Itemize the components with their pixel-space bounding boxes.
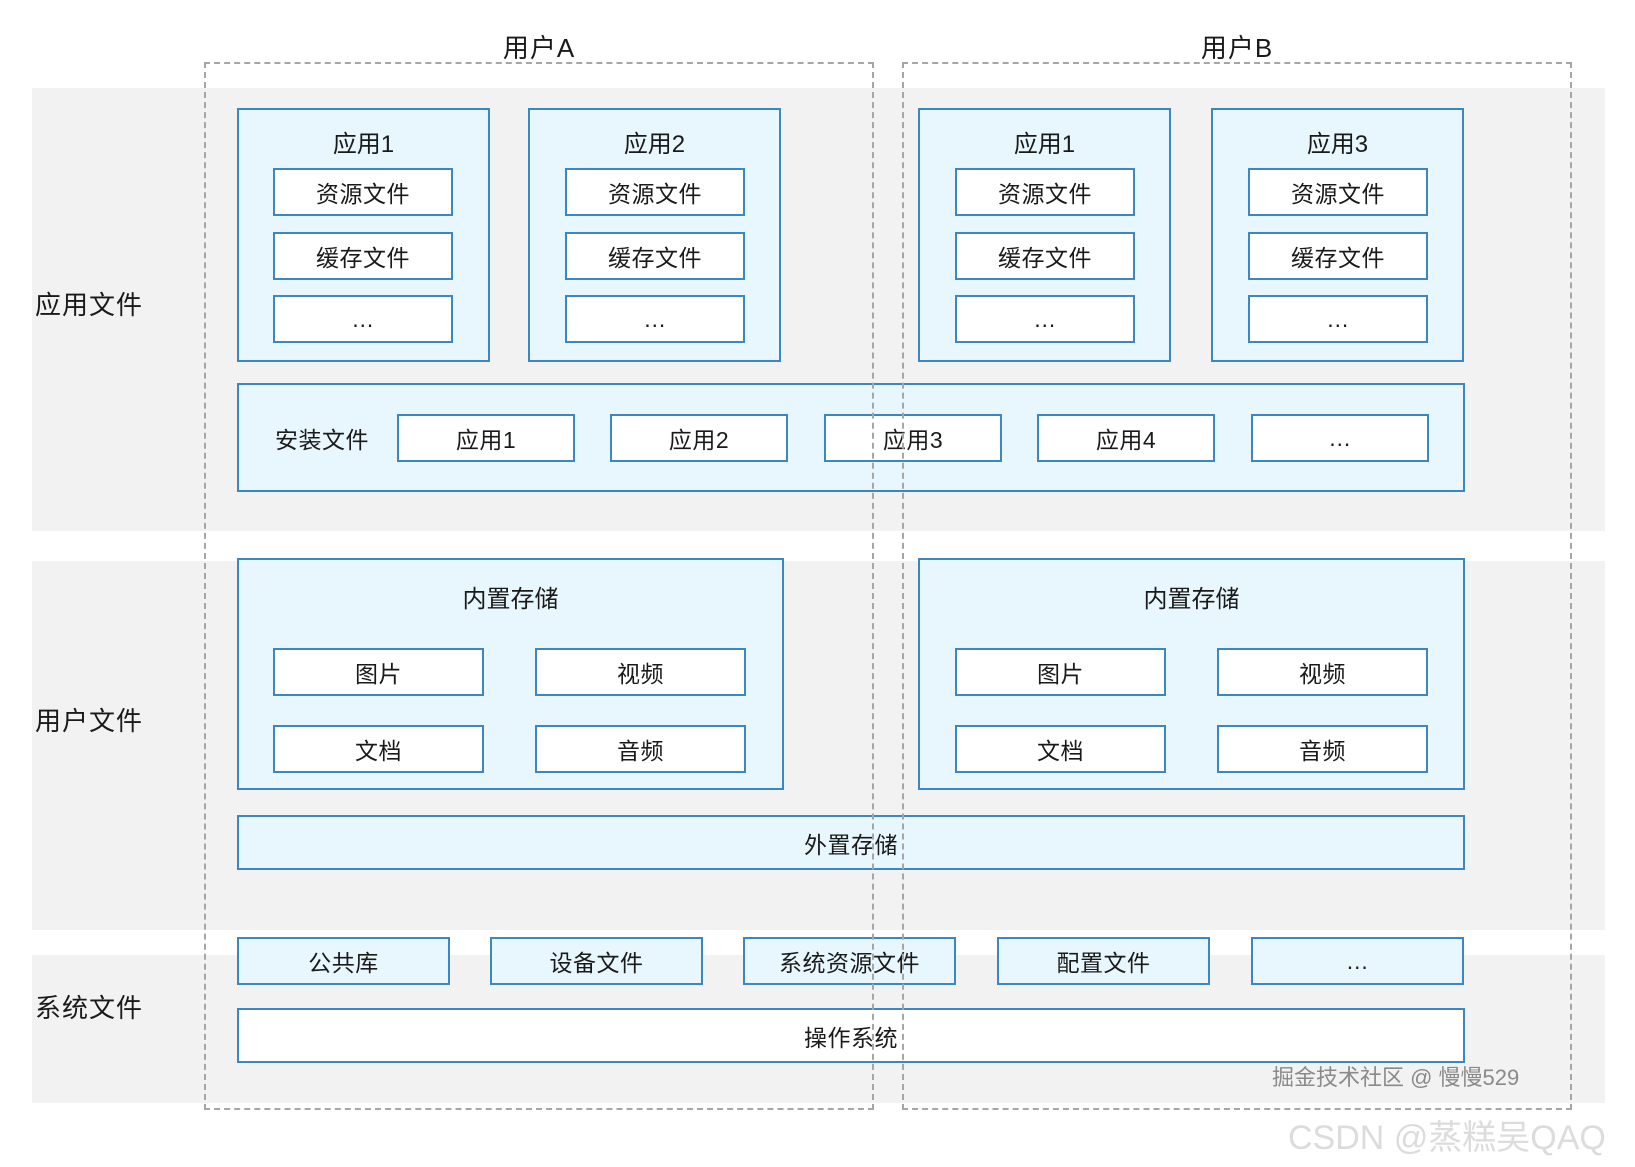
operating-system-row: 操作系统 [237, 1008, 1465, 1063]
install-item-app2: 应用2 [610, 414, 788, 462]
install-item-ellipsis: … [1251, 414, 1429, 462]
user-group-b-boundary [902, 62, 1572, 1110]
user-file-type-documents: 文档 [273, 725, 484, 773]
system-file-device-files: 设备文件 [490, 937, 703, 985]
band-label-system-files: 系统文件 [34, 993, 143, 1023]
system-file-system-resources: 系统资源文件 [743, 937, 956, 985]
band-label-application-files: 应用文件 [34, 290, 143, 320]
system-file-config-files: 配置文件 [997, 937, 1210, 985]
watermark-juejin: 掘金技术社区 @ 慢慢529 [1272, 1065, 1520, 1090]
app-item-resource-file: 资源文件 [1248, 168, 1428, 216]
user-file-type-images: 图片 [955, 648, 1166, 696]
app-item-resource-file: 资源文件 [955, 168, 1135, 216]
user-file-type-videos: 视频 [535, 648, 746, 696]
app-item-resource-file: 资源文件 [565, 168, 745, 216]
band-label-user-files: 用户文件 [34, 706, 143, 736]
internal-storage-title: 内置存储 [1143, 586, 1240, 613]
app-item-cache-file: 缓存文件 [565, 232, 745, 280]
app-item-resource-file: 资源文件 [273, 168, 453, 216]
watermark-csdn: CSDN @蒸糕吴QAQ [1288, 1119, 1606, 1157]
install-item-app1: 应用1 [397, 414, 575, 462]
app-card-title: 应用3 [1306, 131, 1369, 158]
app-item-ellipsis: … [565, 295, 745, 343]
install-item-app4: 应用4 [1037, 414, 1215, 462]
app-card-title: 应用2 [623, 131, 686, 158]
user-file-type-images: 图片 [273, 648, 484, 696]
user-group-a-boundary [204, 62, 874, 1110]
install-item-app3: 应用3 [824, 414, 1002, 462]
app-card-title: 应用1 [1013, 131, 1076, 158]
system-file-public-library: 公共库 [237, 937, 450, 985]
app-item-cache-file: 缓存文件 [273, 232, 453, 280]
app-item-ellipsis: … [955, 295, 1135, 343]
app-card-title: 应用1 [332, 131, 395, 158]
app-item-cache-file: 缓存文件 [1248, 232, 1428, 280]
install-files-label: 安装文件 [275, 427, 369, 453]
user-file-type-audio: 音频 [1217, 725, 1428, 773]
user-file-type-documents: 文档 [955, 725, 1166, 773]
app-item-cache-file: 缓存文件 [955, 232, 1135, 280]
user-group-b-title: 用户B [1200, 33, 1274, 63]
user-file-type-audio: 音频 [535, 725, 746, 773]
system-file-ellipsis: … [1251, 937, 1464, 985]
app-item-ellipsis: … [273, 295, 453, 343]
user-file-type-videos: 视频 [1217, 648, 1428, 696]
user-group-a-title: 用户A [502, 33, 576, 63]
external-storage-row: 外置存储 [237, 815, 1465, 870]
app-item-ellipsis: … [1248, 295, 1428, 343]
internal-storage-title: 内置存储 [462, 586, 559, 613]
